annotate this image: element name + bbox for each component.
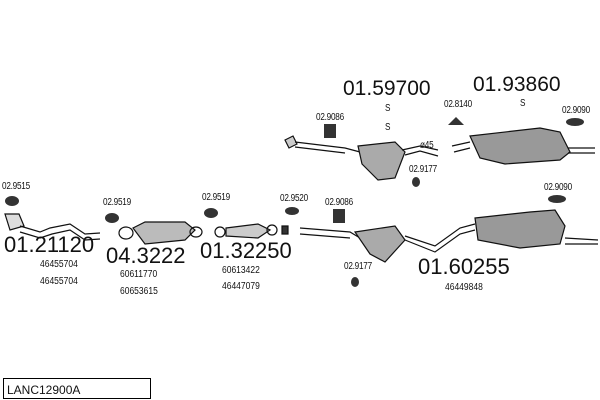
part-ref: 60613422 — [222, 265, 260, 276]
part-number: 04.3222 — [106, 243, 186, 268]
fitting-label: 02.9520 — [280, 193, 308, 204]
upper-rear-drawing — [451, 127, 595, 165]
fitting-label: 02.9090 — [544, 182, 572, 193]
diameter-label: ø45 — [420, 140, 434, 151]
part-number: 01.93860 — [473, 73, 561, 96]
diagram-code-box: LANC12900A — [3, 378, 151, 399]
diagram-code: LANC12900A — [7, 383, 81, 397]
fitting-label: 02.9519 — [202, 192, 230, 203]
rear-assembly-drawing — [299, 209, 599, 263]
part-number: 01.21120 — [4, 232, 95, 257]
fitting-label: 02.9177 — [409, 164, 437, 175]
upper-middle-drawing — [284, 135, 439, 181]
part-ref: 46455704 — [40, 276, 78, 287]
fitting-label: 02.9177 — [344, 261, 372, 272]
front-pipe-drawing — [4, 213, 101, 241]
part-number: 01.32250 — [200, 238, 292, 263]
part-ref: 46447079 — [222, 281, 260, 292]
fitting-label: 02.9515 — [2, 181, 30, 192]
part-ref: S — [385, 122, 391, 133]
fitting-label: 02.9086 — [316, 112, 344, 123]
fitting-label: 02.9519 — [103, 197, 131, 208]
part-ref: S — [385, 103, 391, 114]
fitting-label: 02.9090 — [562, 105, 590, 116]
part-number: 01.59700 — [343, 77, 431, 100]
part-ref: 60653615 — [120, 286, 158, 297]
part-ref: 60611770 — [120, 269, 158, 280]
part-number: 01.60255 — [418, 254, 510, 279]
catalyst-drawing — [118, 221, 203, 245]
part-ref: 46455704 — [40, 259, 78, 270]
part-ref: S — [520, 98, 526, 109]
fitting-label: 02.9086 — [325, 197, 353, 208]
part-ref: 46449848 — [445, 282, 483, 293]
middle-pipe-drawing — [214, 223, 289, 239]
fitting-label: 02.8140 — [444, 99, 472, 110]
rubber-mounts — [5, 117, 584, 287]
